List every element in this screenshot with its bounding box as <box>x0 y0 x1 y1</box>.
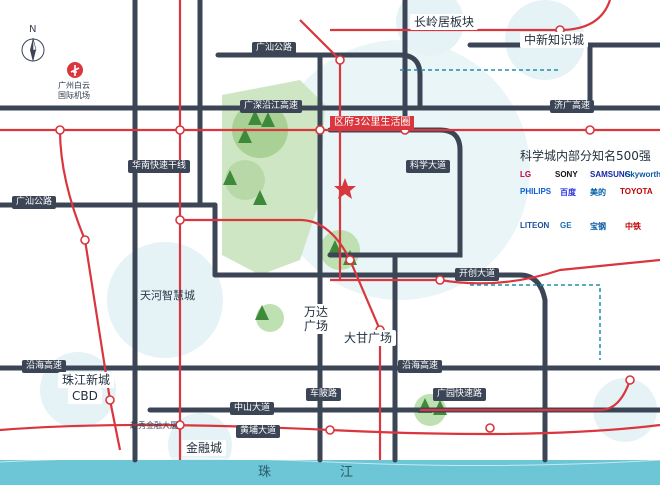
road-zhongshan: 中山大道 <box>230 402 275 415</box>
road-huanan: 华南快速干线 <box>128 160 191 173</box>
zone-wanda: 万达 <box>300 304 333 320</box>
river <box>0 460 660 485</box>
yuexiu-label: 越秀金融大厦 <box>130 421 178 430</box>
brand-philips: PHILIPS <box>520 187 552 196</box>
brand-liteon: LITEON <box>520 221 550 230</box>
road-guangshen: 广深沿江高速 <box>240 100 303 113</box>
zone-changling: 长岭居板块 <box>410 14 479 30</box>
road-jiguang: 济广高速 <box>550 100 595 113</box>
zone-zhujiang-1: 珠江新城 <box>58 372 115 388</box>
road-kaichuang: 开创大道 <box>455 268 500 281</box>
planned-lines <box>400 69 601 360</box>
airport-label-1: 广州白云 <box>58 81 90 90</box>
road-yanhai: 沿海高速 <box>22 360 67 373</box>
road-guangshan-left: 广汕公路 <box>12 196 57 209</box>
brand-lg: LG <box>520 170 532 179</box>
science-city-title: 科学城内部分知名500强 <box>520 149 651 163</box>
road-huangpu: 黄埔大道 <box>236 425 281 438</box>
river-label-1: 珠 <box>258 465 272 480</box>
compass-icon <box>21 37 45 62</box>
brand-skyworth: Skyworth <box>625 170 660 179</box>
brand-ge: GE <box>560 221 572 230</box>
zone-tianhe: 天河智慧城 <box>140 289 195 302</box>
brand-midea: 美的 <box>590 188 606 197</box>
brand-toyota: TOYOTA <box>620 187 653 196</box>
road-guangshan: 广汕公路 <box>252 42 297 55</box>
brand-baidu: 百度 <box>560 188 576 197</box>
road-guangyuan: 广园快速路 <box>433 388 487 401</box>
road-chebei: 车陂路 <box>306 388 342 401</box>
forest-core-2 <box>225 160 265 200</box>
brand-baosteel: 宝钢 <box>590 222 606 231</box>
life-circle-badge: 区府3公里生活圈 <box>330 116 415 130</box>
road-kexue: 科学大道 <box>406 160 451 173</box>
brand-samsung: SAMSUNG <box>590 170 631 179</box>
airport-label-2: 国际机场 <box>58 91 90 100</box>
district-star-icon <box>334 178 356 199</box>
airplane-icon <box>67 62 83 78</box>
brand-crcc: 中铁 <box>625 222 641 231</box>
zone-wanda-2: 广场 <box>300 318 333 334</box>
zone-zhongxin: 中新知识城 <box>520 32 589 48</box>
river-label-2: 江 <box>340 465 354 480</box>
zone-jinrong: 金融城 <box>182 440 227 456</box>
compass-label: N <box>29 24 37 35</box>
road-yanhai-east: 沿海高速 <box>398 360 443 373</box>
zone-datu: 大甘广场 <box>340 330 397 346</box>
zone-zhujiang-2: CBD <box>68 388 102 404</box>
brand-sony: SONY <box>555 170 578 179</box>
